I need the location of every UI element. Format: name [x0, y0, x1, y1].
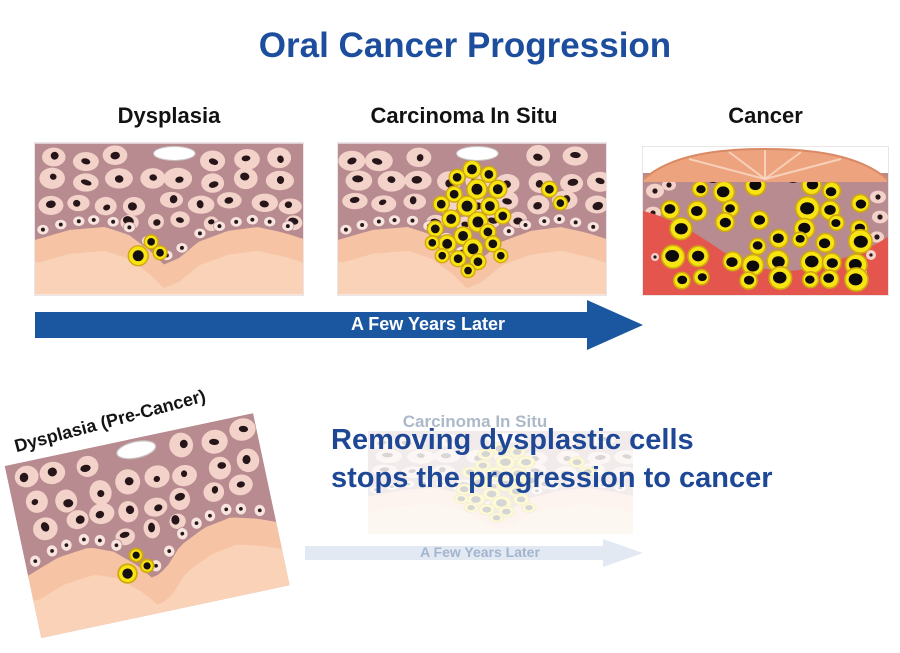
- precancer-dysplasia-illustration: [4, 413, 290, 639]
- stage-label-dysplasia: Dysplasia: [117, 103, 221, 128]
- ghost-arrow-label: A Few Years Later: [420, 544, 540, 560]
- ghost-carcinoma-illustration: [368, 431, 633, 534]
- carcinoma-in-situ-illustration: [338, 143, 606, 295]
- cancer-illustration: [643, 147, 888, 295]
- arrow-shape: [35, 300, 643, 350]
- key-message-line2: stops the progression to cancer: [331, 462, 773, 494]
- ghost-carcinoma-label: Carcinoma In Situ: [402, 412, 548, 431]
- stage-label-carcinoma: Carcinoma In Situ: [370, 103, 558, 128]
- timeline-arrow: A Few Years Later: [35, 299, 645, 351]
- key-message-line1: Removing dysplastic cells: [331, 424, 694, 456]
- stage-label-cancer: Cancer: [728, 103, 803, 128]
- precancer-card: Dysplasia (Pre-Cancer): [0, 378, 305, 652]
- key-message: Removing dysplastic cells stops the prog…: [331, 421, 891, 497]
- ghost-timeline-arrow: A Few Years Later: [305, 538, 645, 568]
- timeline-arrow-label: A Few Years Later: [350, 314, 506, 334]
- ghost-arrow-shape: [305, 539, 643, 567]
- page-title: Oral Cancer Progression: [258, 26, 672, 65]
- dysplasia-illustration: [35, 143, 303, 295]
